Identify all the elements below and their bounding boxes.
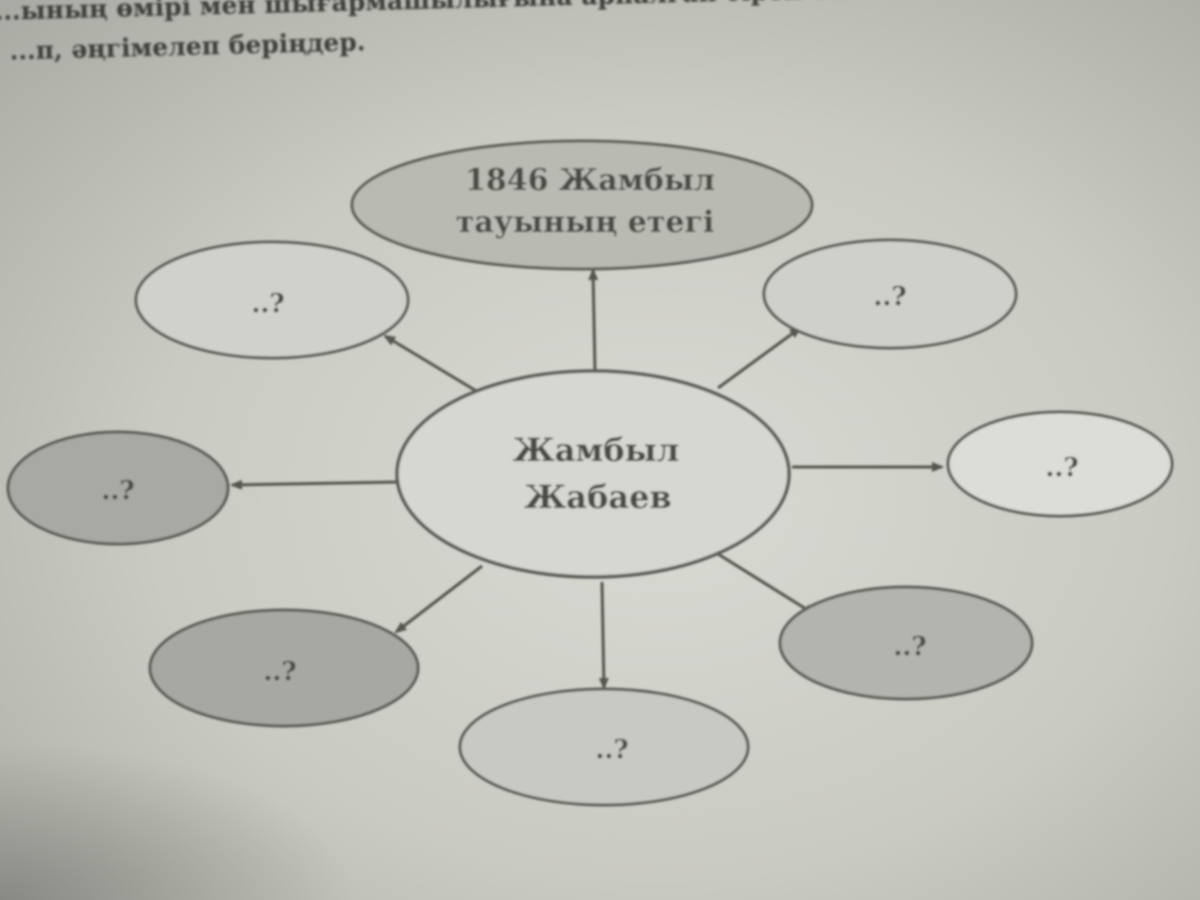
node-bottom-label: ..?: [595, 735, 628, 765]
node-upper-left-label: ..?: [251, 289, 284, 319]
arrow-to-bottom: [598, 581, 609, 690]
node-center-line-2: Жабаев: [524, 478, 671, 516]
node-lower-left-label: ..?: [263, 657, 296, 687]
arrow-to-top: [588, 268, 599, 373]
arrow-to-lower-left: [394, 564, 483, 634]
node-center-line-1: Жамбыл: [513, 431, 680, 469]
node-bottom: ..?: [458, 687, 750, 807]
node-lower-right-label: ..?: [893, 632, 926, 662]
node-lower-left: ..?: [148, 608, 420, 728]
arrow-to-upper-right: [717, 326, 802, 390]
node-top-line-2: тауының етегі: [456, 205, 715, 240]
node-center: Жамбыл Жабаев: [395, 369, 791, 579]
node-upper-right: ..?: [762, 238, 1018, 350]
node-lower-right: ..?: [778, 585, 1034, 701]
page-shadow: [0, 740, 360, 900]
node-top-line-1: 1846 Жамбыл: [465, 163, 715, 198]
node-top: 1846 Жамбыл тауының етегі: [350, 139, 814, 271]
arrow-to-left: [230, 479, 399, 490]
node-upper-right-label: ..?: [873, 282, 906, 312]
arrow-to-upper-left: [383, 334, 479, 394]
arrow-to-lower-right: [717, 552, 816, 616]
node-right: ..?: [946, 410, 1174, 518]
node-upper-left: ..?: [134, 240, 410, 360]
node-left-label: ..?: [101, 476, 134, 506]
node-right-label: ..?: [1045, 453, 1078, 483]
node-left: ..?: [6, 430, 230, 546]
